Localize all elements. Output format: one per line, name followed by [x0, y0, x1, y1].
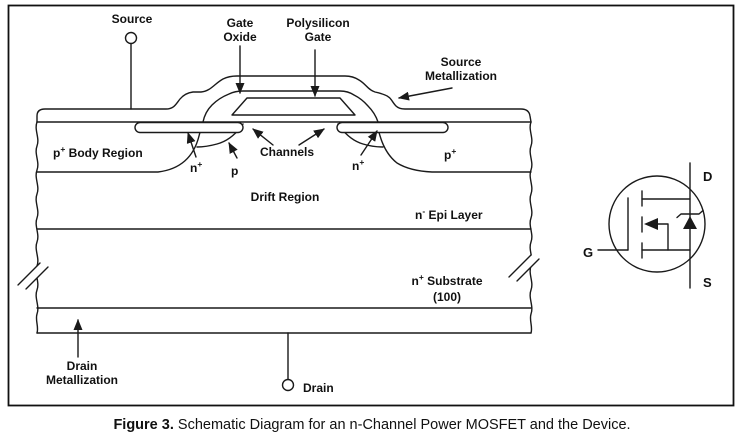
metal-inner-dome: [202, 90, 379, 123]
svg-text:n+ Substrate: n+ Substrate: [412, 272, 483, 288]
epi-layer-label: n- Epi Layer: [415, 206, 483, 222]
right-wavy-edge: [529, 121, 533, 334]
p-plus-right-label: p+: [444, 146, 456, 162]
body-stub: [657, 223, 669, 251]
p-body-region-label: p+ Body Region: [53, 144, 143, 160]
polysilicon-gate-shape: [231, 97, 356, 116]
svg-text:Oxide: Oxide: [223, 30, 257, 44]
svg-text:Polysilicon: Polysilicon: [286, 16, 349, 30]
n-plus-left-label: n+: [190, 159, 202, 175]
mosfet-symbol: D G S: [583, 162, 712, 290]
source-metallization-label: Source Metallization: [425, 55, 497, 83]
body-arrowhead: [644, 218, 658, 230]
symbol-drain-label: D: [703, 169, 712, 184]
drain-terminal-circle: [281, 378, 295, 392]
symbol-gate-label: G: [583, 245, 593, 260]
left-wavy-edge: [35, 121, 39, 334]
n-plus-left-arrow: [186, 132, 197, 158]
left-break-mark: [17, 262, 49, 290]
source-terminal-circle: [124, 31, 138, 45]
drain-terminal: [281, 332, 295, 392]
p-region-label: p: [231, 164, 238, 178]
svg-text:Metallization: Metallization: [425, 69, 497, 83]
source-metal-outline: [36, 75, 532, 123]
gate-and-metal: [36, 75, 532, 123]
svg-text:Gate: Gate: [305, 30, 332, 44]
n-plus-right-label: n+: [352, 157, 364, 173]
drain-terminal-label: Drain: [303, 381, 334, 395]
drift-region-label: Drift Region: [251, 190, 320, 204]
body-diode-triangle: [683, 216, 697, 229]
channels-right-arrow: [298, 128, 325, 146]
svg-text:(100): (100): [433, 290, 461, 304]
p-body-right-boundary: [377, 127, 532, 173]
body-diode-cathode-bar: [676, 209, 704, 219]
svg-text:Metallization: Metallization: [46, 373, 118, 387]
symbol-source-label: S: [703, 275, 712, 290]
doped-regions: [36, 121, 532, 173]
source-terminal-label: Source: [112, 12, 153, 26]
annotation-arrows: [73, 45, 453, 358]
svg-text:Drain: Drain: [67, 359, 98, 373]
n-source-region-left: [134, 121, 244, 134]
source-terminal: [124, 31, 138, 110]
channels-label: Channels: [260, 145, 314, 159]
svg-text:Gate: Gate: [227, 16, 254, 30]
channels-left-arrow: [252, 128, 274, 146]
p-region-arrow: [228, 142, 238, 159]
svg-text:Source: Source: [441, 55, 482, 69]
symbol-circle: [608, 175, 706, 273]
n-source-region-right: [336, 121, 449, 134]
polysilicon-gate-label: Polysilicon Gate: [286, 16, 349, 44]
substrate-label: n+ Substrate (100): [412, 272, 483, 304]
drain-metallization-label: Drain Metallization: [46, 359, 118, 387]
right-break-mark: [508, 254, 540, 282]
figure-caption: Figure 3. Schematic Diagram for an n-Cha…: [113, 417, 630, 433]
gate-oxide-label: Gate Oxide: [223, 16, 257, 44]
n-plus-right-arrow: [360, 130, 378, 156]
silicon-layers: [35, 121, 533, 334]
figure-border: [7, 4, 735, 407]
source-metallization-arrow: [398, 87, 453, 101]
